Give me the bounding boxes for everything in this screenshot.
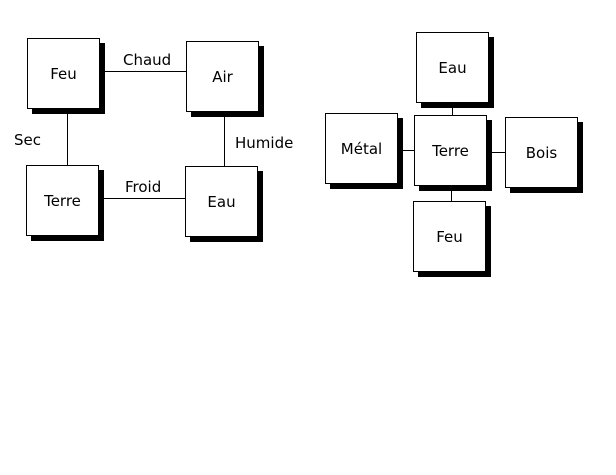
edge-terre-bois xyxy=(488,152,506,153)
edge-metal-terre xyxy=(399,150,415,151)
node-terre: Terre xyxy=(26,165,99,236)
node-feu: Feu xyxy=(27,38,100,109)
edge-terre-eau xyxy=(103,198,186,199)
node-label: Eau xyxy=(207,192,236,211)
edge-label-froid: Froid xyxy=(125,178,162,196)
node-terre: Terre xyxy=(414,115,487,186)
node-bois: Bois xyxy=(505,117,578,188)
edge-label-humide: Humide xyxy=(235,134,294,152)
node-label: Feu xyxy=(50,64,77,83)
node-label: Métal xyxy=(340,139,383,158)
node-air: Air xyxy=(186,41,259,112)
node-label: Feu xyxy=(436,227,463,246)
edge-feu-air xyxy=(102,71,186,72)
edge-feu-terre xyxy=(67,112,68,166)
node-label: Terre xyxy=(432,141,469,160)
node-label: Air xyxy=(212,67,233,86)
node-label: Bois xyxy=(525,143,558,162)
edge-terre-feu xyxy=(451,187,452,202)
node-feu: Feu xyxy=(413,201,486,272)
node-eau: Eau xyxy=(185,166,258,237)
node-label: Eau xyxy=(438,58,467,77)
node-eau: Eau xyxy=(416,32,489,103)
node-label: Terre xyxy=(44,191,81,210)
node-metal: Métal xyxy=(325,113,398,184)
edge-label-chaud: Chaud xyxy=(123,51,172,69)
edge-air-eau xyxy=(224,115,225,167)
edge-label-sec: Sec xyxy=(14,131,41,149)
edge-eau-terre xyxy=(452,104,453,116)
